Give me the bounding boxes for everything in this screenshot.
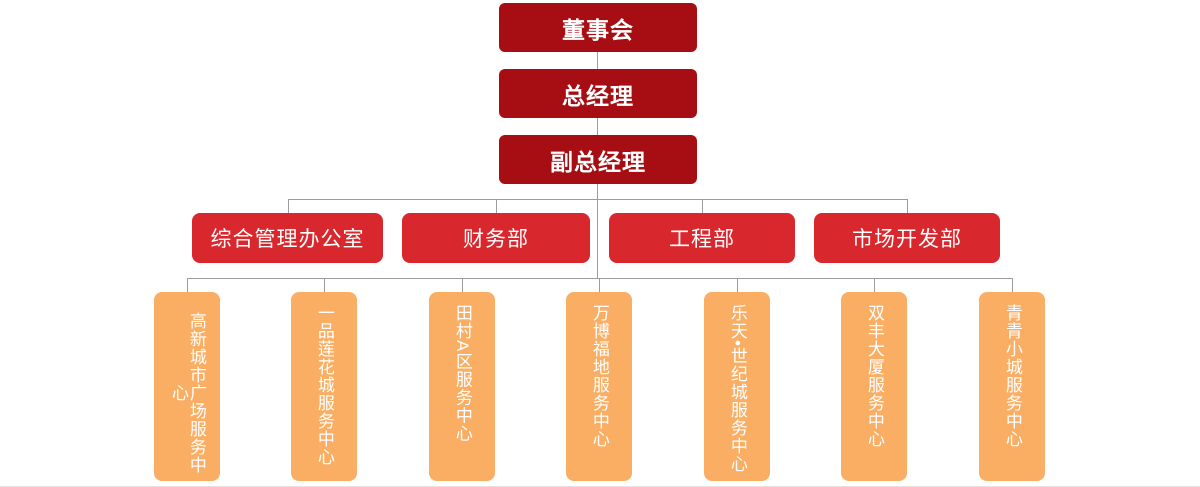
connector-exec-1-2 bbox=[597, 52, 598, 69]
box-dept-finance: 财务部 bbox=[402, 213, 590, 263]
connector-trunk bbox=[597, 184, 598, 278]
connector-center-drop-1 bbox=[187, 278, 188, 292]
connector-dept-drop-2 bbox=[496, 199, 497, 213]
box-dept-market-development: 市场开发部 bbox=[814, 213, 1000, 263]
box-dept-engineering: 工程部 bbox=[609, 213, 795, 263]
connector-dept-drop-3 bbox=[702, 199, 703, 213]
service-center-label: 一品莲花城服务中心 bbox=[314, 304, 334, 466]
connector-center-drop-6 bbox=[874, 278, 875, 292]
connector-exec-2-3 bbox=[597, 118, 598, 135]
connector-dept-rail bbox=[288, 199, 908, 200]
service-center-label: 万博福地服务中心 bbox=[589, 304, 609, 448]
box-board-of-directors: 董事会 bbox=[499, 3, 697, 52]
service-center-label: 青青小城服务中心 bbox=[1002, 304, 1022, 448]
service-center-label: 田村A区服务中心 bbox=[452, 304, 472, 443]
connector-center-drop-7 bbox=[1012, 278, 1013, 292]
connector-center-rail bbox=[187, 278, 1013, 279]
service-center-box-2: 一品莲花城服务中心 bbox=[291, 292, 357, 481]
box-general-manager: 总经理 bbox=[499, 69, 697, 118]
service-center-label: 双丰大厦服务中心 bbox=[864, 304, 884, 448]
service-center-label: 高新城市广场服务中心 bbox=[169, 311, 206, 474]
connector-center-drop-5 bbox=[737, 278, 738, 292]
box-deputy-general-manager: 副总经理 bbox=[499, 135, 697, 184]
connector-dept-drop-1 bbox=[288, 199, 289, 213]
service-center-box-7: 青青小城服务中心 bbox=[979, 292, 1045, 481]
connector-center-drop-4 bbox=[599, 278, 600, 292]
service-center-label: 乐天•世纪城服务中心 bbox=[727, 304, 747, 473]
service-center-box-5: 乐天•世纪城服务中心 bbox=[704, 292, 770, 481]
service-center-box-4: 万博福地服务中心 bbox=[566, 292, 632, 481]
connector-dept-drop-4 bbox=[907, 199, 908, 213]
service-center-box-1: 高新城市广场服务中心 bbox=[154, 292, 220, 481]
connector-center-drop-2 bbox=[324, 278, 325, 292]
service-center-box-6: 双丰大厦服务中心 bbox=[841, 292, 907, 481]
connector-center-drop-3 bbox=[462, 278, 463, 292]
box-dept-admin-office: 综合管理办公室 bbox=[192, 213, 383, 263]
service-center-box-3: 田村A区服务中心 bbox=[429, 292, 495, 481]
